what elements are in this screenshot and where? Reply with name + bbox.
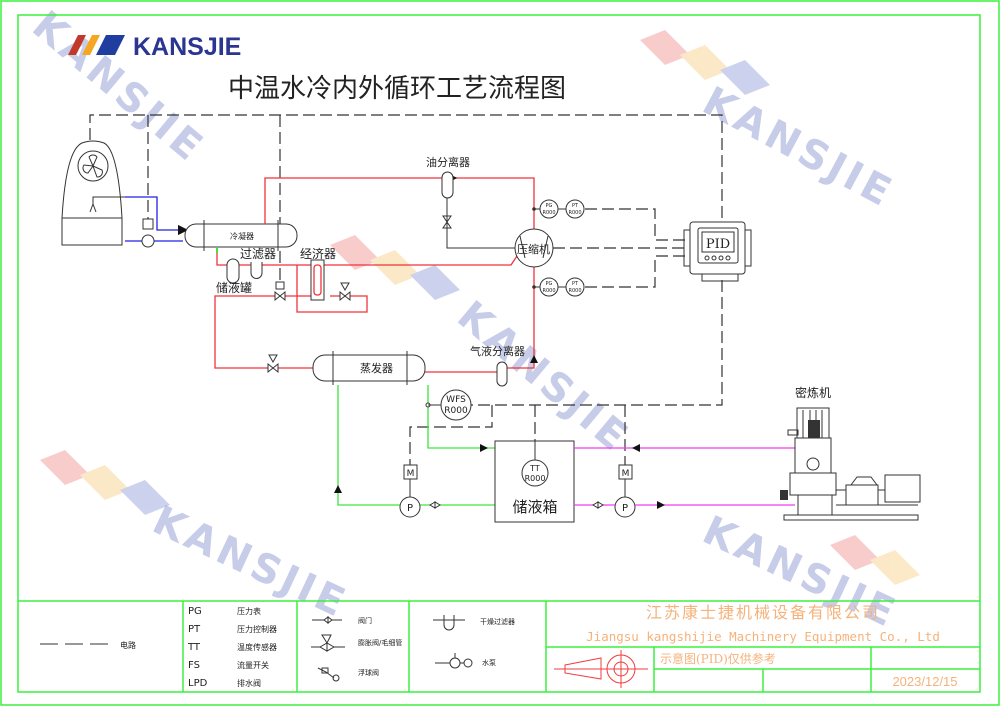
svg-text:压力表: 压力表 [237,606,261,616]
pump-icon [141,234,155,248]
control-wiring [89,114,723,465]
mixer-label: 密炼机 [795,385,831,400]
svg-text:R000: R000 [525,474,546,483]
process-water-lines [574,444,795,509]
svg-text:P: P [407,503,413,514]
legend-symbols: 阀门 膨胀阀/毛细管 浮球阀 干燥过滤器 水泵 [311,615,515,682]
legend: 电路 PG 压力表 PT 压力控制器 TT 温度传感器 FS 流量开关 LPD 排水阀 阀… [18,600,980,692]
tank-label: 储液箱 [512,498,557,516]
internal-mixer: 密炼机 [780,385,921,521]
receiver-label: 储液罐 [216,280,252,295]
oil-separator-label: 油分离器 [426,155,470,169]
svg-text:PG: PG [546,203,553,209]
svg-text:R000: R000 [542,288,555,294]
svg-text:排水阀: 排水阀 [237,678,261,688]
oil-separator: 油分离器 [426,155,515,249]
svg-text:干燥过滤器: 干燥过滤器 [480,617,515,626]
refrigerant-lines [214,172,538,373]
float-valve-icon [317,667,335,679]
watermark-stripes [40,30,920,585]
svg-text:TT: TT [529,464,540,473]
svg-text:膨胀阀/毛细管: 膨胀阀/毛细管 [358,638,402,647]
watermark-text: KANSJIE [449,292,639,462]
svg-text:PT: PT [572,203,579,209]
fan-icon [77,150,109,182]
svg-text:PT: PT [188,624,201,635]
filter: 过滤器 [240,247,276,279]
watermark-text: KANSJIE [24,2,214,172]
gas-liquid-separator: 气液分离器 [470,344,525,387]
svg-text:阀门: 阀门 [358,616,372,625]
pid-label: PID [706,237,730,252]
logo-text: KANSJIE [133,33,241,61]
drawing-note: 示意图(PID)仅供参考 [660,651,776,666]
projection-symbol-icon [554,650,648,688]
watermark-text: KANSJIE [695,78,901,217]
gas-liquid-separator-label: 气液分离器 [470,344,525,358]
svg-text:TT: TT [187,642,201,653]
filter-label: 过滤器 [240,247,276,261]
dry-filter-icon [433,615,465,631]
page-title: 中温水冷内外循环工艺流程图 [228,74,566,104]
condenser-label: 冷凝器 [230,231,254,241]
svg-text:流量开关: 流量开关 [237,660,269,670]
svg-text:PG: PG [546,281,553,287]
svg-text:R000: R000 [568,210,581,216]
svg-text:R000: R000 [542,210,555,216]
pump-right: M P [614,464,636,518]
svg-text:M: M [407,469,415,479]
cooling-water-lines [125,196,189,248]
company-name-cn: 江苏康士捷机械设备有限公司 [646,603,880,622]
svg-text:LPD: LPD [188,678,208,689]
receiver-tank: 储液罐 [216,258,252,295]
drawing-date: 2023/12/15 [892,674,957,689]
compressor: 压缩机 [514,228,554,268]
valves [267,215,452,374]
svg-text:M: M [622,469,630,479]
evaporator: 蒸发器 [312,351,426,385]
storage-tank: TT R000 储液箱 [494,440,575,523]
title-block: 江苏康士捷机械设备有限公司 Jiangsu kangshijie Machine… [546,603,980,692]
svg-text:温度传感器: 温度传感器 [237,642,277,652]
legend-abbreviations: PG 压力表 PT 压力控制器 TT 温度传感器 FS 流量开关 LPD 排水阀 [187,606,277,689]
compressor-label: 压缩机 [517,242,550,256]
svg-text:P: P [622,503,628,514]
inner-frame [17,14,981,693]
economizer: 经济器 [300,246,336,301]
economizer-label: 经济器 [300,246,336,261]
svg-text:WFS: WFS [446,395,466,405]
svg-text:R000: R000 [444,406,468,416]
svg-text:FS: FS [188,660,200,671]
svg-text:浮球阀: 浮球阀 [358,668,379,677]
pump-left: M P [399,464,441,518]
svg-text:压力控制器: 压力控制器 [237,624,277,634]
svg-text:水泵: 水泵 [482,658,496,667]
legend-circuit: 电路 [40,640,136,650]
evaporator-label: 蒸发器 [360,361,393,375]
svg-text:R000: R000 [568,288,581,294]
svg-text:PT: PT [572,281,579,287]
chilled-water-lines [334,385,495,506]
svg-text:电路: 电路 [120,640,136,650]
cooling-tower [61,140,125,246]
kansjie-logo: KANSJIE [68,33,241,61]
pid-controller: PID [683,221,752,282]
company-name-en: Jiangsu kangshijie Machinery Equipment C… [586,629,940,644]
motor-icon [142,218,154,230]
svg-text:PG: PG [188,606,202,617]
wfs-flow-switch: WFS R000 [428,389,472,421]
condenser: 冷凝器 [184,220,298,251]
